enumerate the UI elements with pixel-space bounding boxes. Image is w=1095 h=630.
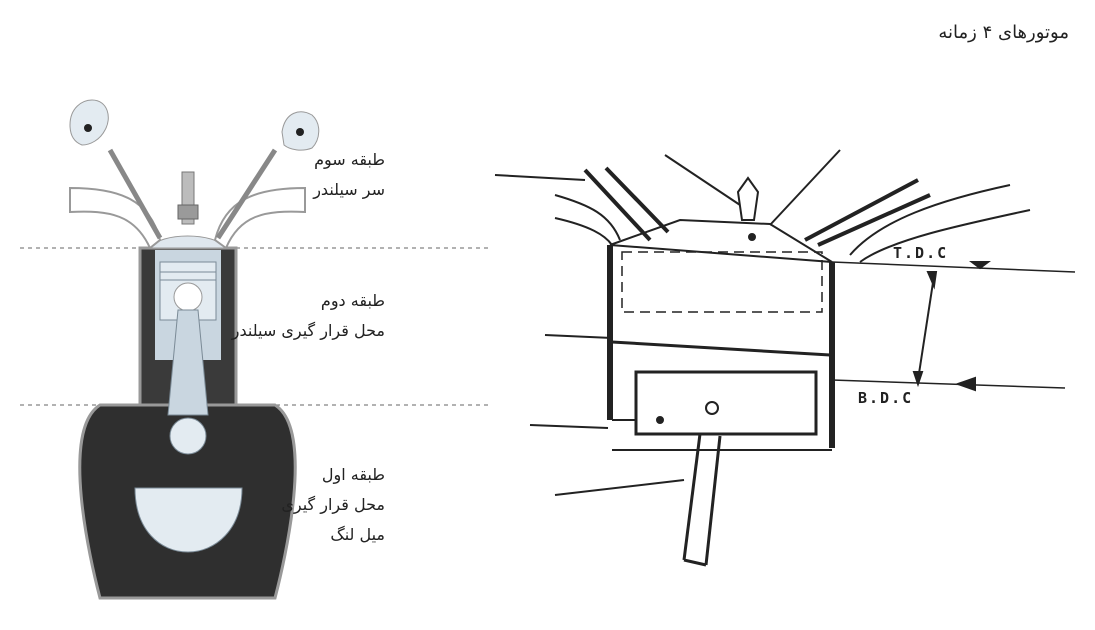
schematic — [494, 149, 1076, 567]
bdc-label: B.D.C — [858, 389, 914, 407]
intake-port — [69, 186, 162, 250]
exhaust-port — [213, 186, 306, 250]
label-first-layer: طبقه اول محل قرار گیری میل لنگ — [155, 460, 385, 550]
layer-first-desc1: محل قرار گیری — [281, 495, 385, 514]
label-second-layer: طبقه دوم محل قرار گیری سیلندر — [155, 286, 385, 346]
label-third-layer: طبقه سوم سر سیلندر — [155, 145, 385, 205]
layer-second-name: طبقه دوم — [320, 291, 385, 310]
crank-counterweight — [134, 487, 243, 553]
layer-first-name: طبقه اول — [321, 465, 385, 484]
intake-valve — [107, 148, 163, 240]
exhaust-cam-dot — [296, 128, 304, 136]
spark-plug-base — [177, 204, 199, 220]
intake-cam — [69, 99, 109, 146]
layer-second-desc: محل قرار گیری سیلندر — [231, 321, 385, 340]
layer-third-name: طبقه سوم — [314, 150, 385, 169]
connecting-rod — [167, 309, 209, 416]
layer-third-desc: سر سیلندر — [313, 180, 385, 199]
page-title: موتورهای ۴ زمانه — [938, 22, 1069, 43]
tdc-label: T.D.C — [893, 244, 949, 262]
layer-first-desc2: میل لنگ — [330, 525, 385, 544]
intake-cam-dot — [84, 124, 92, 132]
crank-pin — [169, 417, 207, 455]
exhaust-valve — [215, 148, 278, 240]
